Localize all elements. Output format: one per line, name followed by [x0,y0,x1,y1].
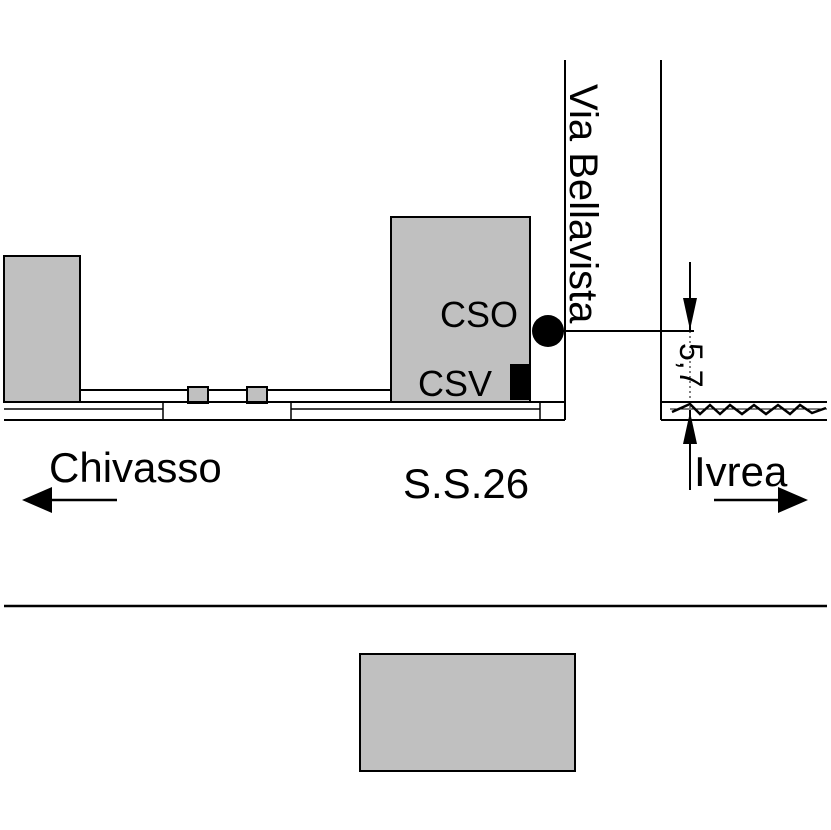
sensor-cso-label: CSO [440,294,518,335]
direction-right-label: Ivrea [694,448,788,495]
dimension-marker [683,262,697,490]
building-bottom [359,653,576,772]
ground-hatch [671,402,827,416]
building-central [390,216,531,403]
distance-label: 5,7 [673,343,709,387]
direction-left-label: Chivasso [49,444,222,491]
road-name-label: S.S.26 [403,460,529,507]
sensor-csv-marker [510,364,529,400]
building-left [3,255,81,403]
sensor-csv-label: CSV [418,363,492,404]
bollard-1 [187,386,209,404]
arrow-left-icon [22,487,117,513]
street-label-vertical: Via Bellavista [561,84,605,324]
arrow-right-icon [714,487,808,513]
bollard-2 [246,386,268,404]
